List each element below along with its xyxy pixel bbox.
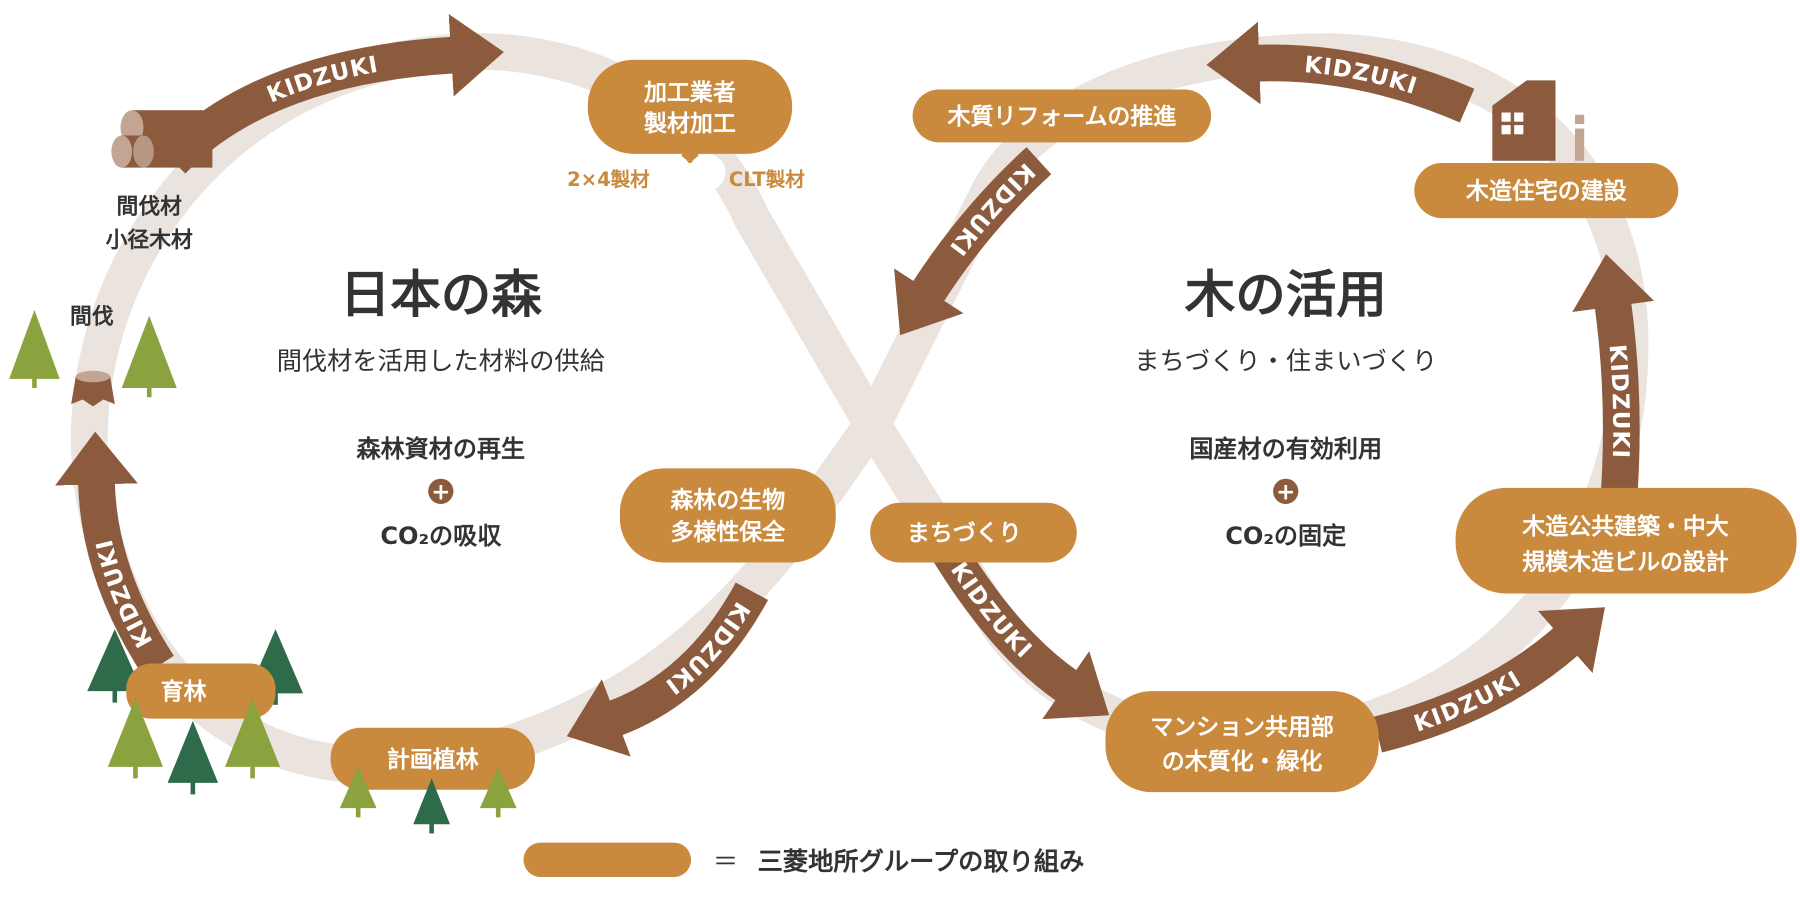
- thinning-label: 間伐: [70, 305, 114, 330]
- reform-label: 木質リフォームの推進: [947, 104, 1177, 130]
- processor-line2: 製材加工: [643, 110, 736, 137]
- arrow-bottom-center-left: [566, 582, 769, 757]
- legend-label: 三菱地所グループの取り組み: [758, 847, 1085, 876]
- output-2x4: 2×4製材: [567, 168, 650, 191]
- forest-trees-front: [107, 697, 281, 795]
- nurture-label: 育林: [161, 678, 207, 705]
- arrow-bottom-right: [1373, 607, 1605, 753]
- town-box: まちづくり: [870, 502, 1077, 563]
- plus-sign: +: [431, 479, 450, 505]
- arrow-label: KIDZUKI: [1604, 343, 1633, 459]
- tree-icon: [9, 309, 60, 389]
- left-loop-subtitle: 間伐材を活用した材料の供給: [277, 347, 605, 376]
- small-diameter-wood-label: 小径木材: [106, 227, 193, 253]
- right-loop-subtitle: まちづくり・住まいづくり: [1134, 347, 1437, 376]
- mansion-line1: マンション共用部: [1150, 714, 1334, 741]
- arrow-top-right: [1206, 21, 1475, 123]
- housing-label: 木造住宅の建設: [1465, 178, 1627, 205]
- house-icon: [1492, 80, 1585, 161]
- housing-box: 木造住宅の建設: [1414, 163, 1679, 219]
- biodiversity-line2: 多様性保全: [670, 519, 786, 546]
- planting-box: 計画植林: [330, 727, 535, 790]
- seedling-trees: [339, 766, 517, 834]
- mansion-box: マンション共用部 の木質化・緑化: [1105, 691, 1379, 793]
- reform-box: 木質リフォームの推進: [912, 89, 1212, 143]
- left-loop-line2: CO₂の吸収: [380, 522, 502, 550]
- thinned-wood-label: 間伐材: [117, 195, 183, 220]
- processor-line1: 加工業者: [644, 79, 736, 106]
- biodiversity-line1: 森林の生物: [670, 486, 785, 513]
- arrow-label: KIDZUKI: [945, 558, 1036, 664]
- planting-label: 計画植林: [387, 746, 479, 773]
- legend: ＝ 三菱地所グループの取り組み: [523, 842, 1085, 878]
- output-clt: CLT製材: [729, 168, 805, 191]
- public-building-line2: 規模木造ビルの設計: [1522, 548, 1729, 575]
- left-loop-title: 日本の森: [340, 265, 542, 324]
- arrow-center-right-down: [931, 539, 1110, 720]
- processor-box: 加工業者 製材加工: [587, 59, 793, 191]
- plus-icon: [1273, 478, 1299, 504]
- right-loop-title: 木の活用: [1185, 265, 1387, 324]
- legend-equals: ＝: [713, 847, 738, 876]
- logs-icon: [111, 110, 213, 168]
- arrow-diagonal-upper: [894, 147, 1052, 336]
- left-loop-line1: 森林資材の再生: [356, 435, 525, 463]
- town-label: まちづくり: [907, 521, 1022, 547]
- biodiversity-box: 森林の生物 多様性保全: [619, 468, 836, 563]
- right-loop-line2: CO₂の固定: [1225, 522, 1346, 550]
- stump-icon: [71, 370, 115, 407]
- arrow-left-side: [55, 431, 174, 676]
- plus-icon: [428, 478, 454, 504]
- plus-sign: +: [1276, 479, 1295, 505]
- svg-text:KIDZUKI: KIDZUKI: [945, 558, 1037, 664]
- legend-swatch: [523, 842, 692, 878]
- nurture-box: 育林: [126, 663, 276, 719]
- public-building-box: 木造公共建築・中大 規模木造ビルの設計: [1455, 487, 1797, 594]
- right-loop-line1: 国産材の有効利用: [1189, 435, 1382, 463]
- public-building-line1: 木造公共建築・中大: [1521, 513, 1729, 540]
- svg-text:KIDZUKI: KIDZUKI: [1604, 343, 1634, 459]
- tree-icon: [121, 315, 177, 398]
- mansion-line2: の木質化・緑化: [1162, 748, 1323, 775]
